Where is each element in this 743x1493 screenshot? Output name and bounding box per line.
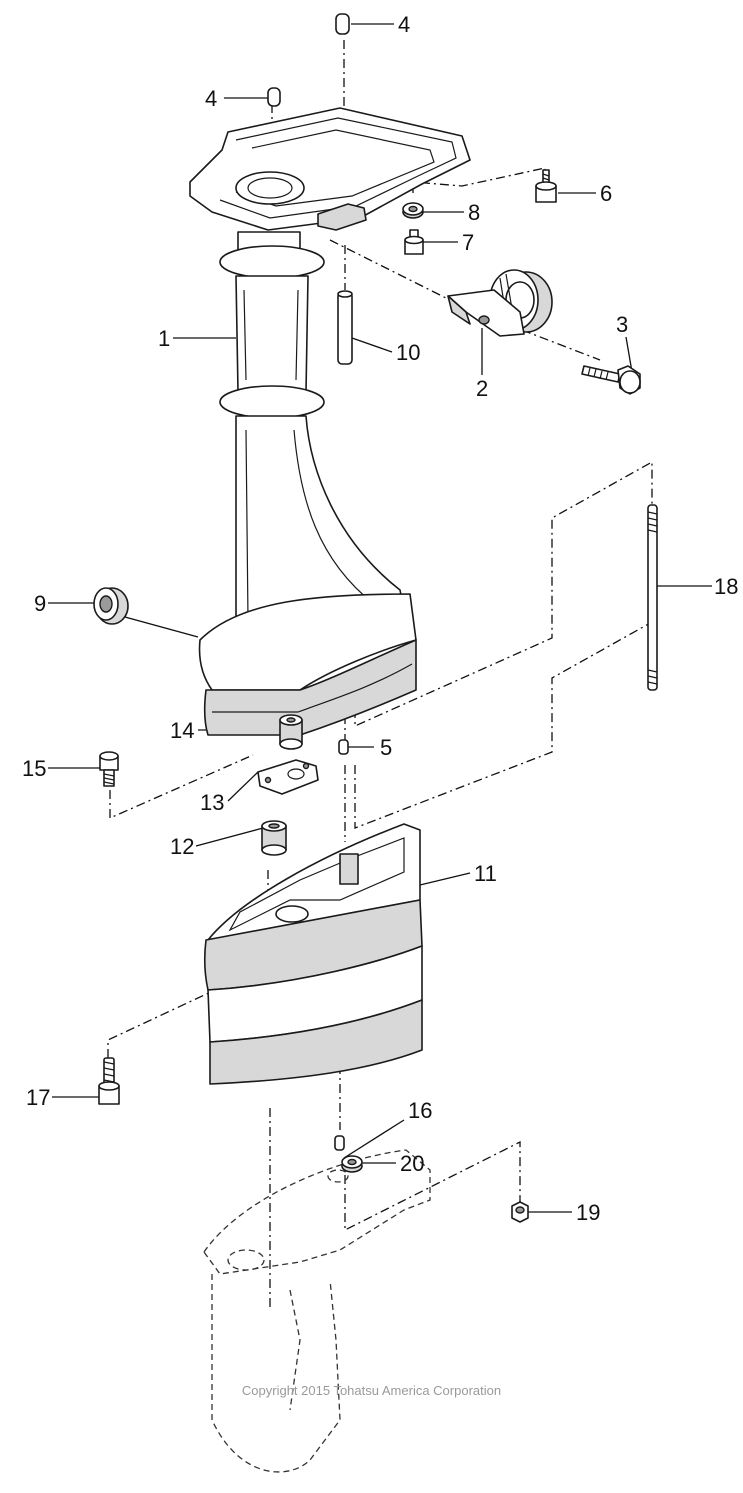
bolt-3 [581, 365, 641, 395]
callout-3: 3 [616, 312, 629, 337]
callout-4-top: 4 [398, 12, 411, 37]
callout-5: 5 [380, 735, 393, 760]
callout-16: 16 [408, 1098, 433, 1123]
clamp-bracket-2 [447, 269, 553, 337]
rod-10 [337, 290, 353, 365]
dowel-pin-top [335, 13, 350, 35]
grommet-9 [93, 587, 129, 625]
callout-14: 14 [170, 718, 195, 743]
callout-17: 17 [26, 1085, 51, 1110]
callout-9: 9 [34, 591, 47, 616]
pin-5 [338, 739, 349, 755]
callout-7: 7 [462, 230, 475, 255]
washer-8 [402, 202, 424, 219]
callout-10: 10 [396, 340, 421, 365]
dowel-pin-left [267, 87, 281, 107]
callout-13: 13 [200, 790, 225, 815]
drive-shaft-housing [189, 107, 471, 736]
nut-19 [511, 1201, 529, 1223]
callout-2: 2 [476, 376, 489, 401]
washer-20 [341, 1155, 363, 1173]
callout-18: 18 [714, 574, 739, 599]
bolt-17 [98, 1057, 120, 1105]
bolt-15 [99, 751, 119, 787]
callout-4-left: 4 [205, 86, 218, 111]
bolt-6 [535, 169, 557, 203]
callout-6: 6 [600, 181, 613, 206]
callout-12: 12 [170, 834, 195, 859]
pin-16 [334, 1135, 345, 1151]
bushing-14 [279, 714, 303, 750]
plate-13 [257, 759, 319, 795]
lower-unit-outline [203, 1149, 431, 1473]
callout-19: 19 [576, 1200, 601, 1225]
callout-1: 1 [158, 326, 171, 351]
collar-12 [261, 820, 287, 856]
screw-7 [404, 229, 424, 255]
callout-20: 20 [400, 1151, 425, 1176]
callout-8: 8 [468, 200, 481, 225]
stud-18 [647, 504, 658, 691]
callout-15: 15 [22, 756, 47, 781]
copyright-notice: Copyright 2015 Tohatsu America Corporati… [241, 1383, 502, 1398]
callout-11: 11 [474, 861, 497, 886]
extension-11 [203, 823, 423, 1085]
